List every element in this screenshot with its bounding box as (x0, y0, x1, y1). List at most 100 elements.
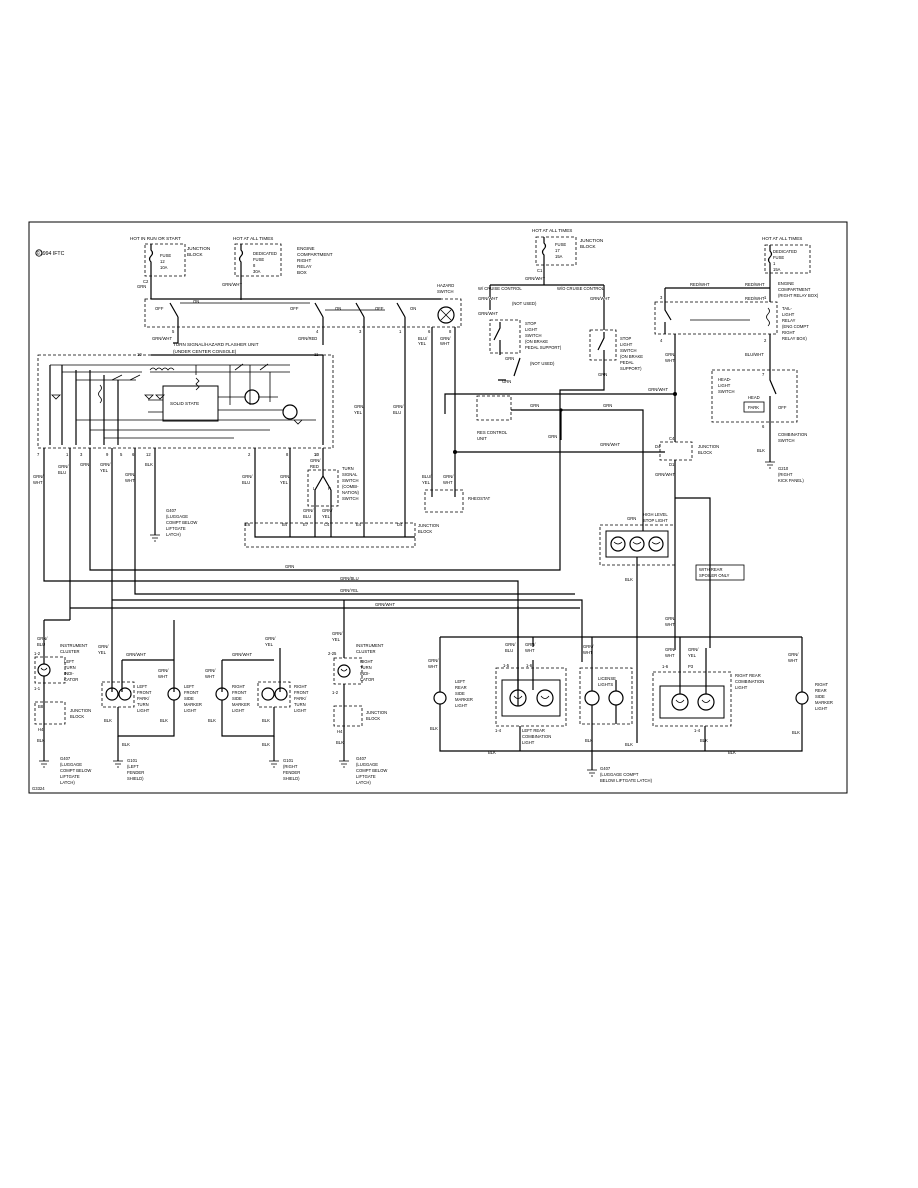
lf-park-1: LEFT (137, 684, 148, 689)
pin-2-25: 2-25 (328, 651, 337, 656)
left-ind-1: LEFT (64, 659, 75, 664)
pin-3-hz: 3 (359, 329, 362, 334)
wire-blk-rf3: BLK (262, 742, 270, 747)
pin-12-fl: 12 (146, 452, 151, 457)
pin-c4-a: C4 (324, 522, 330, 527)
wire-grn-wht-jb: GRN/WHT (600, 442, 620, 447)
wire-blk-rrs: BLK (792, 730, 800, 735)
ded1-3: 1 (773, 261, 776, 266)
g407-c-5: LATCH) (356, 780, 371, 785)
g407-d-1: G407 (600, 766, 611, 771)
rf-park-4: TURN (294, 702, 306, 707)
wire-grn-yel-l1a: GRN/ (100, 462, 111, 467)
lf-park-4: TURN (137, 702, 149, 707)
engine-box-2 (764, 244, 811, 274)
wire-red-wht-3: RED/WHT (745, 296, 765, 301)
rr-side-5: LIGHT (815, 706, 828, 711)
wire-grn-wht-sp: GRN/WHT (648, 387, 668, 392)
license-1: LICENSE (598, 676, 616, 681)
wire-grn-yel-ts-a: GRN/ (322, 508, 333, 513)
stop-switch-1-box (489, 319, 521, 354)
dedicated-line-1: DEDICATED (253, 251, 277, 256)
wire-grn-blu-mid-a: GRN/ (393, 404, 404, 409)
wire-grn-wht-lic-b: WHT (583, 650, 593, 655)
jb-lr-2: BLOCK (366, 716, 380, 721)
rf-side-5: LIGHT (232, 708, 245, 713)
ded1-1: DEDICATED (773, 249, 797, 254)
wire-grn-yel-mid-b: YEL (354, 410, 363, 415)
pin-3-fl: 3 (80, 452, 83, 457)
g1-4: SHIELD) (127, 776, 144, 781)
wire-blk-lr1: BLK (430, 726, 438, 731)
hot-all-label-1: HOT AT ALL TIMES (233, 236, 273, 241)
rf-park-bulb-2 (274, 687, 288, 701)
rf-side-4: MARKER (232, 702, 250, 707)
on-label-1: ON (193, 299, 199, 304)
solid-state-box (162, 385, 219, 422)
wire-grn-wht-long: GRN/WHT (375, 602, 395, 607)
wire-grn-left: GRN (137, 284, 146, 289)
wire-blk-l1: BLK (145, 462, 153, 467)
not-used-2: (NOT USED) (530, 361, 555, 366)
off-label-2: OFF (290, 306, 299, 311)
pin-2-fl: 2 (248, 452, 251, 457)
wire-grn-wht-rrs-b: WHT (788, 658, 798, 663)
pin-b8: B8 (38, 704, 44, 709)
hazard-switch-label-2: SWITCH (437, 289, 454, 294)
g407-c-3: COMPT BELOW (356, 768, 387, 773)
wire-grn-wht-lic-a: GRN/ (583, 644, 594, 649)
wire-grn-wht-cr2: GRN/WHT (478, 296, 498, 301)
wire-grn-blu-long: GRN/BLU (340, 576, 359, 581)
ec-1-line-1: ENGINE (297, 246, 315, 251)
wire-grn-blu-ic-a: GRN/ (37, 636, 48, 641)
g407-c-2: (LUGGAGE (356, 762, 378, 767)
hazard-lamp-icon (437, 306, 455, 324)
g407-c-4: LIFTGATE (356, 774, 376, 779)
wire-grn-wht-cr4: GRN/WHT (478, 311, 498, 316)
wire-grn-yel-m1a: GRN/ (280, 474, 291, 479)
rr-side-4: MARKER (815, 700, 833, 705)
wire-grn-blu-ts-a: GRN/ (303, 508, 314, 513)
wire-blk-stop: BLK (625, 742, 633, 747)
tail-relay-2: LIGHT (782, 312, 795, 317)
lr-side-2: REAR (455, 685, 467, 690)
wire-grn-wht-lfs-b: WHT (158, 674, 168, 679)
wire-grn-wht-hz: GRN/WHT (152, 336, 172, 341)
diagram-frame (28, 221, 848, 794)
pin-5-hz: 5 (172, 329, 175, 334)
wire-blk-rf1: BLK (208, 718, 216, 723)
rr-side-3: SIDE (815, 694, 825, 699)
on-label-3: ON (410, 306, 416, 311)
spoiler-2: SPOILER ONLY (699, 573, 730, 578)
pin-6-hz: 6 (428, 329, 431, 334)
ts-l: L (313, 486, 316, 491)
wire-grn-blu-mid-b: BLU (393, 410, 401, 415)
wire-blk-ll: BLK (37, 738, 45, 743)
splice-left-jb (453, 450, 457, 454)
pin-b4-a: B4 (282, 522, 288, 527)
stop-sw2-1: STOP (620, 336, 632, 341)
rr-combo-bulb-2 (697, 693, 715, 711)
lf-side-3: SIDE (184, 696, 194, 701)
tail-relay-3: RELAY (782, 318, 796, 323)
right-turn-indicator-icon (337, 664, 351, 678)
g210-3: KICK PANEL) (778, 478, 804, 483)
wire-grn-wht-rf: GRN/WHT (232, 652, 252, 657)
pin-e1-c: C1 (537, 268, 543, 273)
right-ind-4: CATOR (360, 677, 374, 682)
wire-grn-wht-lr-a: GRN/ (428, 658, 439, 663)
tail-relay-4: (ENG COMPT (782, 324, 809, 329)
pin-1-2-ri: 1-2 (332, 690, 339, 695)
dedicated-line-3: 8 (253, 263, 256, 268)
wire-blu-yel-hz-1: BLU/ (418, 336, 428, 341)
wire-grn-wht-hz-2a: GRN/ (440, 336, 451, 341)
pin-e7-a: E7 (303, 522, 309, 527)
jb-low-1: JUNCTION (418, 523, 439, 528)
stop-sw1-5: PEDAL SUPPORT) (525, 345, 562, 350)
wire-grn-yel-lfa: GRN/ (98, 644, 109, 649)
jb-mid-1: JUNCTION (698, 444, 719, 449)
fuse-12-amp: 10A (160, 265, 168, 270)
wire-grn-wht-rh-b: WHT (443, 480, 453, 485)
lr-side-4: MARKER (455, 697, 473, 702)
wire-grn-wht-jbd: GRN/WHT (655, 472, 675, 477)
